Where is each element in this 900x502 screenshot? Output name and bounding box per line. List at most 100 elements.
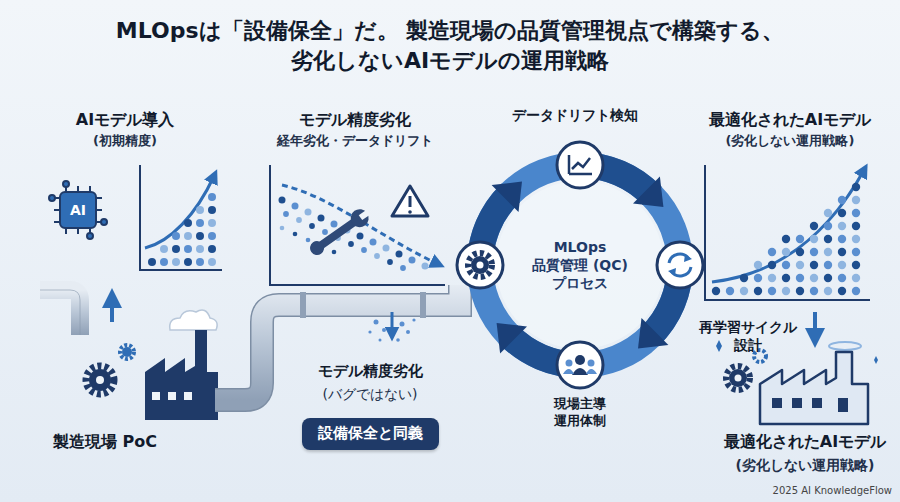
chart-dot: [796, 287, 804, 295]
chart-dot: [824, 209, 832, 217]
drawing-shape: [668, 254, 692, 276]
stage-subheading: 経年劣化・データドリフト: [277, 133, 433, 150]
chart-dot: [824, 248, 832, 256]
drawing-shape: [63, 181, 69, 187]
chart-dot: [838, 196, 846, 204]
drawing-shape: [471, 256, 489, 274]
chart-dot: [332, 250, 337, 255]
drawing-shape: [140, 165, 222, 270]
chart-dot: [852, 261, 860, 269]
icon-circle: [557, 342, 603, 388]
chart-dot: [279, 197, 286, 204]
watermark: 2025 AI KnowledgeFlow: [773, 484, 892, 497]
chart-dot: [810, 261, 818, 269]
drawing-shape: [96, 376, 104, 384]
pipe-sublabel: (バグではない): [323, 385, 418, 403]
stage-heading: 最適化されたAIモデル: [724, 432, 886, 453]
chart-dot: [824, 235, 832, 243]
drawing-shape: [729, 369, 747, 387]
drawing-shape: [712, 170, 864, 282]
chart-dot: [172, 232, 180, 240]
chart-dot: [160, 245, 168, 253]
drawing-shape: [563, 369, 597, 374]
process-label: MLOps 品質管理 (QC) プロセス: [530, 238, 630, 293]
step-label: 現場主導 運用体制: [540, 396, 620, 430]
drawing-shape: [60, 192, 96, 228]
chart-dot: [740, 274, 748, 282]
drawing-shape: [477, 262, 484, 269]
equivalence-badge: 設備保全と同義: [302, 418, 439, 450]
drawing-shape: [101, 219, 107, 225]
chart-dot: [361, 247, 367, 253]
chart-dot: [422, 263, 429, 270]
chart-dot: [782, 261, 790, 269]
left-factory: [86, 310, 218, 420]
drawing-shape: [86, 366, 114, 394]
optimized-chart: [705, 165, 870, 338]
chart-dot: [782, 248, 790, 256]
chip-label: AI: [70, 201, 86, 219]
drawing-shape: [760, 352, 868, 424]
chart-dot: [370, 239, 377, 246]
chart-dot: [296, 217, 302, 223]
chart-dot: [208, 258, 216, 266]
stage-subheading: (劣化しない運用戦略): [726, 133, 855, 150]
initial-chart: [140, 165, 222, 270]
drawing-shape: [588, 360, 595, 367]
drawing-shape: [110, 298, 114, 322]
chart-dot: [852, 196, 860, 204]
chart-dot: [387, 259, 393, 265]
stage-heading: モデル精度劣化: [299, 110, 411, 131]
step-label: データドリフト検知: [512, 106, 638, 124]
drawing-shape: [148, 193, 216, 266]
chart-dot: [172, 258, 180, 266]
drawing-shape: [572, 368, 588, 375]
drawing-shape: [120, 345, 134, 359]
drawing-shape: [392, 186, 428, 216]
chart-dot: [754, 287, 762, 295]
drawing-shape: [282, 185, 438, 264]
chart-dot: [754, 274, 762, 282]
drawing-shape: [145, 330, 218, 420]
drawing-shape: [408, 210, 412, 214]
main-pipe: [215, 285, 460, 400]
chart-dot: [280, 226, 285, 231]
chart-dot: [196, 232, 204, 240]
chart-dot: [782, 274, 790, 282]
drawing-shape: [420, 292, 426, 318]
drawing-shape: [792, 398, 802, 408]
chart-dot: [196, 219, 204, 227]
drawing-shape: [480, 165, 680, 365]
chart-dot: [160, 258, 168, 266]
wrench-icon: [306, 205, 374, 260]
chart-dot: [712, 287, 720, 295]
chart-dot: [374, 253, 380, 259]
chart-dot: [208, 219, 216, 227]
stage-heading: 最適化されたAIモデル: [709, 110, 871, 131]
stage-heading: 製造現場 PoC: [53, 432, 157, 453]
drawing-shape: [87, 233, 93, 239]
chart-dot: [824, 261, 832, 269]
left-pipe: [40, 290, 112, 335]
drawing-shape: [40, 290, 80, 335]
drawing-shape: [347, 206, 372, 231]
chart-dot: [852, 235, 860, 243]
chart-dot: [852, 209, 860, 217]
drawing-shape: [838, 398, 848, 412]
chart-dot: [184, 258, 192, 266]
chart-dot: [852, 274, 860, 282]
chart-dot: [283, 211, 289, 217]
chart-dot: [208, 206, 216, 214]
chart-dot: [331, 221, 338, 228]
drawing-shape: [812, 398, 822, 408]
drawing-shape: [184, 392, 192, 400]
chart-dot: [852, 248, 860, 256]
chart-dot: [726, 287, 734, 295]
cycle-icon: [669, 254, 691, 276]
drawing-shape: [735, 375, 742, 382]
drawing-shape: [400, 322, 405, 327]
chart-dot: [852, 183, 860, 191]
chart-dot: [796, 248, 804, 256]
